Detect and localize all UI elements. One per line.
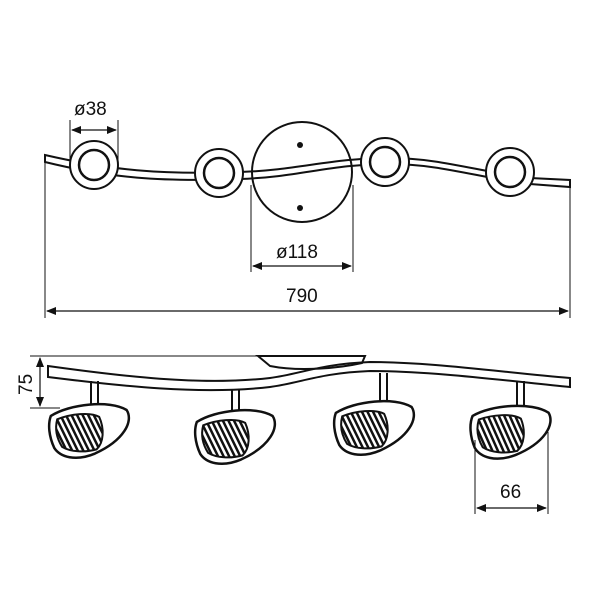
spot-ring-3 <box>360 137 410 187</box>
dim-spot-length: 66 <box>474 432 549 514</box>
spot-length-label: 66 <box>500 482 521 503</box>
dim-height: 75 <box>16 355 258 409</box>
spot-head-1 <box>47 402 131 459</box>
height-label: 75 <box>16 374 37 395</box>
dim-total-length: 790 <box>44 162 571 318</box>
spot-head-3 <box>332 399 416 456</box>
spot-ring-1 <box>69 140 119 190</box>
dim-spot-diameter: ø38 <box>69 99 119 160</box>
spot-head-4 <box>469 404 552 460</box>
spot-ring-4 <box>485 147 535 197</box>
base-screw-top <box>297 142 303 148</box>
spot-ring-2 <box>194 148 244 198</box>
spot-diameter-label: ø38 <box>74 99 107 120</box>
base-screw-bottom <box>297 205 303 211</box>
base-diameter-label: ø118 <box>276 242 318 263</box>
top-view: ø38 ø118 790 <box>44 99 571 318</box>
rail-side-view <box>47 360 571 392</box>
spot-head-2 <box>193 408 277 465</box>
side-view: 75 66 <box>16 355 571 514</box>
dim-base-diameter: ø118 <box>250 185 354 272</box>
total-length-label: 790 <box>286 286 318 307</box>
